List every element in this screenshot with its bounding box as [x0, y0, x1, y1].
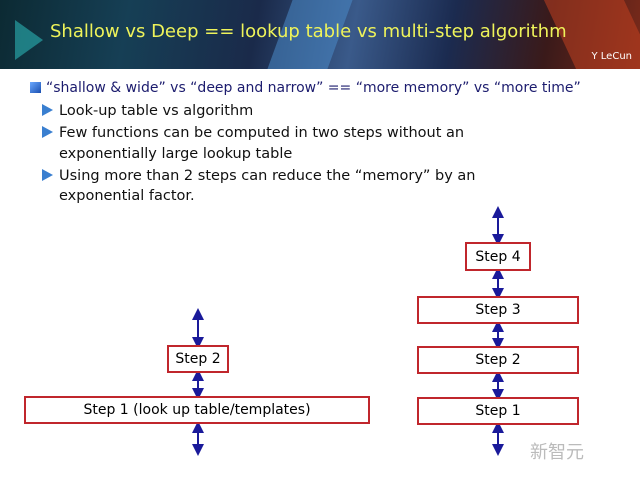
sub-bullet: Using more than 2 steps can reduce the “… [42, 168, 476, 184]
bullet-text: Using more than 2 steps can reduce the “… [59, 168, 476, 184]
bullet-text-cont: exponential factor. [59, 188, 195, 204]
main-bullet: “shallow & wide” vs “deep and narrow” ==… [30, 80, 581, 96]
square-bullet-icon [30, 82, 41, 93]
bullet-text: Look-up table vs algorithm [59, 103, 254, 119]
deep-step-2-box: Step 2 [417, 346, 579, 374]
sub-bullet: Look-up table vs algorithm [42, 103, 253, 119]
bullet-text-cont: exponentially large lookup table [59, 146, 293, 162]
arrow-bullet-icon [42, 169, 53, 181]
shallow-step-2-box: Step 2 [167, 345, 229, 373]
slide-header: Shallow vs Deep == lookup table vs multi… [0, 0, 640, 69]
main-bullet-text: “shallow & wide” vs “deep and narrow” ==… [46, 80, 581, 96]
sub-bullet: Few functions can be computed in two ste… [42, 125, 464, 141]
shallow-step-1-box: Step 1 (look up table/templates) [24, 396, 370, 424]
deep-step-3-box: Step 3 [417, 296, 579, 324]
arrow-bullet-icon [42, 126, 53, 138]
deep-step-1-box: Step 1 [417, 397, 579, 425]
arrow-bullet-icon [42, 104, 53, 116]
bullet-text: Few functions can be computed in two ste… [59, 125, 465, 141]
slide-title: Shallow vs Deep == lookup table vs multi… [50, 21, 567, 42]
watermark: 新智元 [530, 442, 584, 463]
deep-step-4-box: Step 4 [465, 242, 531, 271]
decor-shape [15, 20, 43, 60]
author-label: Y LeCun [591, 51, 633, 62]
